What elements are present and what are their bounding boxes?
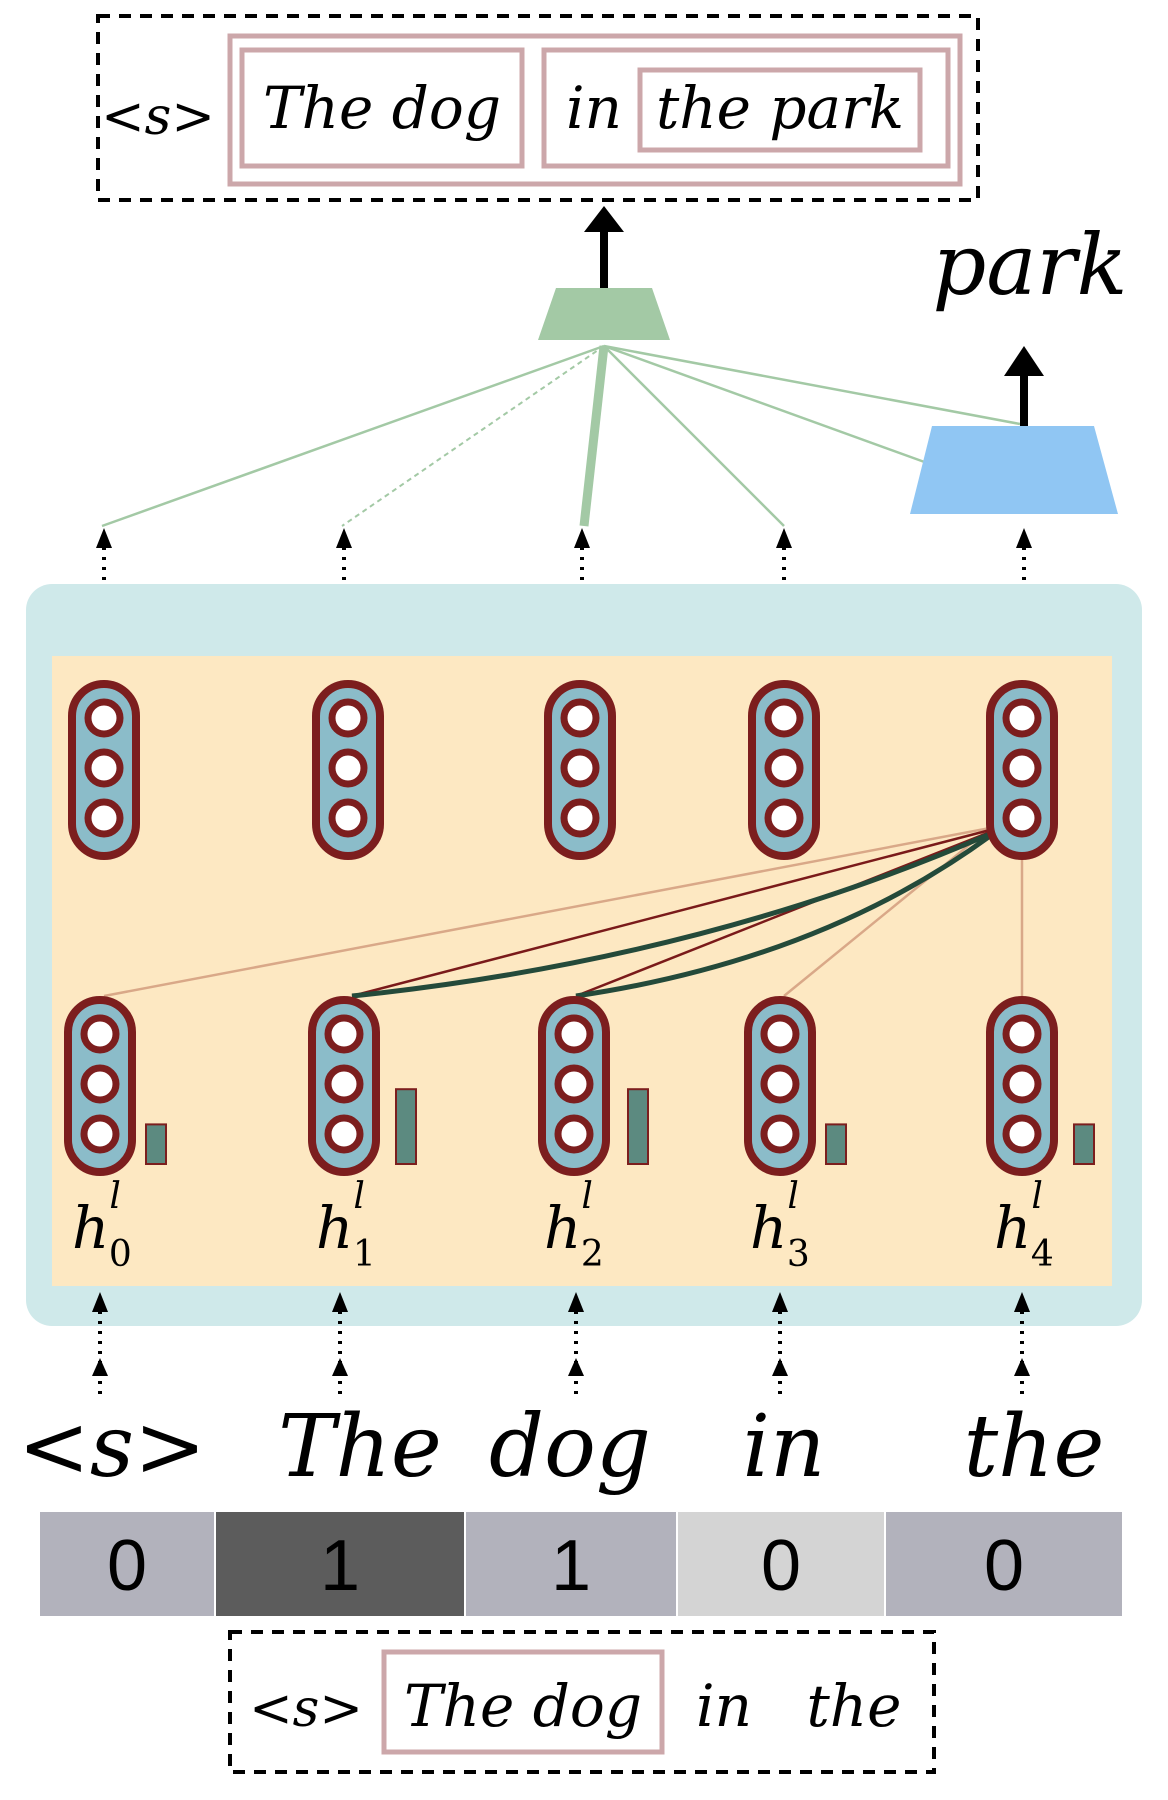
input-token-2: dog	[489, 1397, 651, 1497]
attention-bar-1	[395, 1088, 417, 1165]
top-span-the-park	[637, 67, 923, 153]
predicted-word: park	[933, 216, 1128, 314]
top-span-in-the-park	[541, 47, 951, 169]
top-cell-4	[986, 680, 1058, 860]
input-token-1: The	[278, 1397, 442, 1497]
gate-value-1: 1	[320, 1526, 360, 1606]
gate-cell-1	[216, 1512, 464, 1616]
attention-lines	[103, 826, 1024, 999]
green-connections	[101, 344, 1021, 528]
top-sentence-box: <s> The dog in the park	[96, 14, 980, 202]
top-cell-0	[68, 680, 140, 860]
attention-bar-3	[825, 1123, 847, 1166]
blue-trapezoid	[910, 426, 1118, 514]
gate-value-0: 0	[107, 1526, 147, 1606]
lower-arrow-heads	[92, 1292, 1030, 1376]
top-cell-2	[544, 680, 616, 860]
top-cell-1	[312, 680, 384, 860]
hidden-cell-1	[308, 996, 380, 1176]
hidden-cell-0	[64, 996, 136, 1176]
bottom-word-in: in	[696, 1672, 752, 1740]
bottom-row-cells	[64, 996, 1058, 1176]
green-trapezoid	[538, 288, 670, 340]
top-span-outer	[227, 33, 963, 187]
bottom-start-token: <s>	[249, 1679, 363, 1739]
attention-bars	[145, 1088, 1095, 1166]
bottom-span-the-dog-text: The dog	[404, 1672, 642, 1740]
gate-cell-4	[886, 1512, 1122, 1616]
top-span-in-text: in	[566, 74, 622, 142]
bottom-span-the-dog	[381, 1649, 665, 1755]
upper-dotted-arrows	[102, 542, 1026, 650]
gate-value-4: 0	[984, 1526, 1024, 1606]
gate-values: 0 1 1 0 0	[40, 1512, 1122, 1616]
gate-cell-0	[40, 1512, 214, 1616]
hidden-cell-2	[538, 996, 610, 1176]
bottom-sentence-box: <s> The dog in the	[228, 1630, 936, 1774]
gate-value-2: 1	[551, 1526, 591, 1606]
input-token-4: the	[964, 1397, 1105, 1497]
input-token-3: in	[743, 1397, 826, 1497]
top-span-the-park-text: the park	[656, 74, 904, 142]
prediction-layer: park	[910, 216, 1127, 514]
top-span-the-dog	[239, 47, 525, 169]
gate-cell-3	[678, 1512, 884, 1616]
top-row-cells	[68, 680, 1058, 860]
bottom-word-the: the	[807, 1672, 902, 1740]
top-span-the-dog-text: The dog	[263, 74, 501, 142]
attention-bar-2	[627, 1088, 649, 1165]
top-start-token: <s>	[101, 87, 215, 147]
hidden-cell-3	[744, 996, 816, 1176]
arrow-up-icon	[1004, 346, 1044, 376]
gate-cell-2	[466, 1512, 676, 1616]
hidden-cell-4	[986, 996, 1058, 1176]
gate-value-3: 0	[761, 1526, 801, 1606]
top-cell-3	[748, 680, 820, 860]
arrow-up-icon	[584, 206, 624, 232]
input-tokens: <s> The dog in the	[18, 1397, 1105, 1497]
syntactic-distance-layer	[538, 206, 670, 340]
input-token-0: <s>	[18, 1397, 206, 1497]
attention-bar-4	[1073, 1123, 1095, 1166]
attention-bar-0	[145, 1123, 167, 1166]
